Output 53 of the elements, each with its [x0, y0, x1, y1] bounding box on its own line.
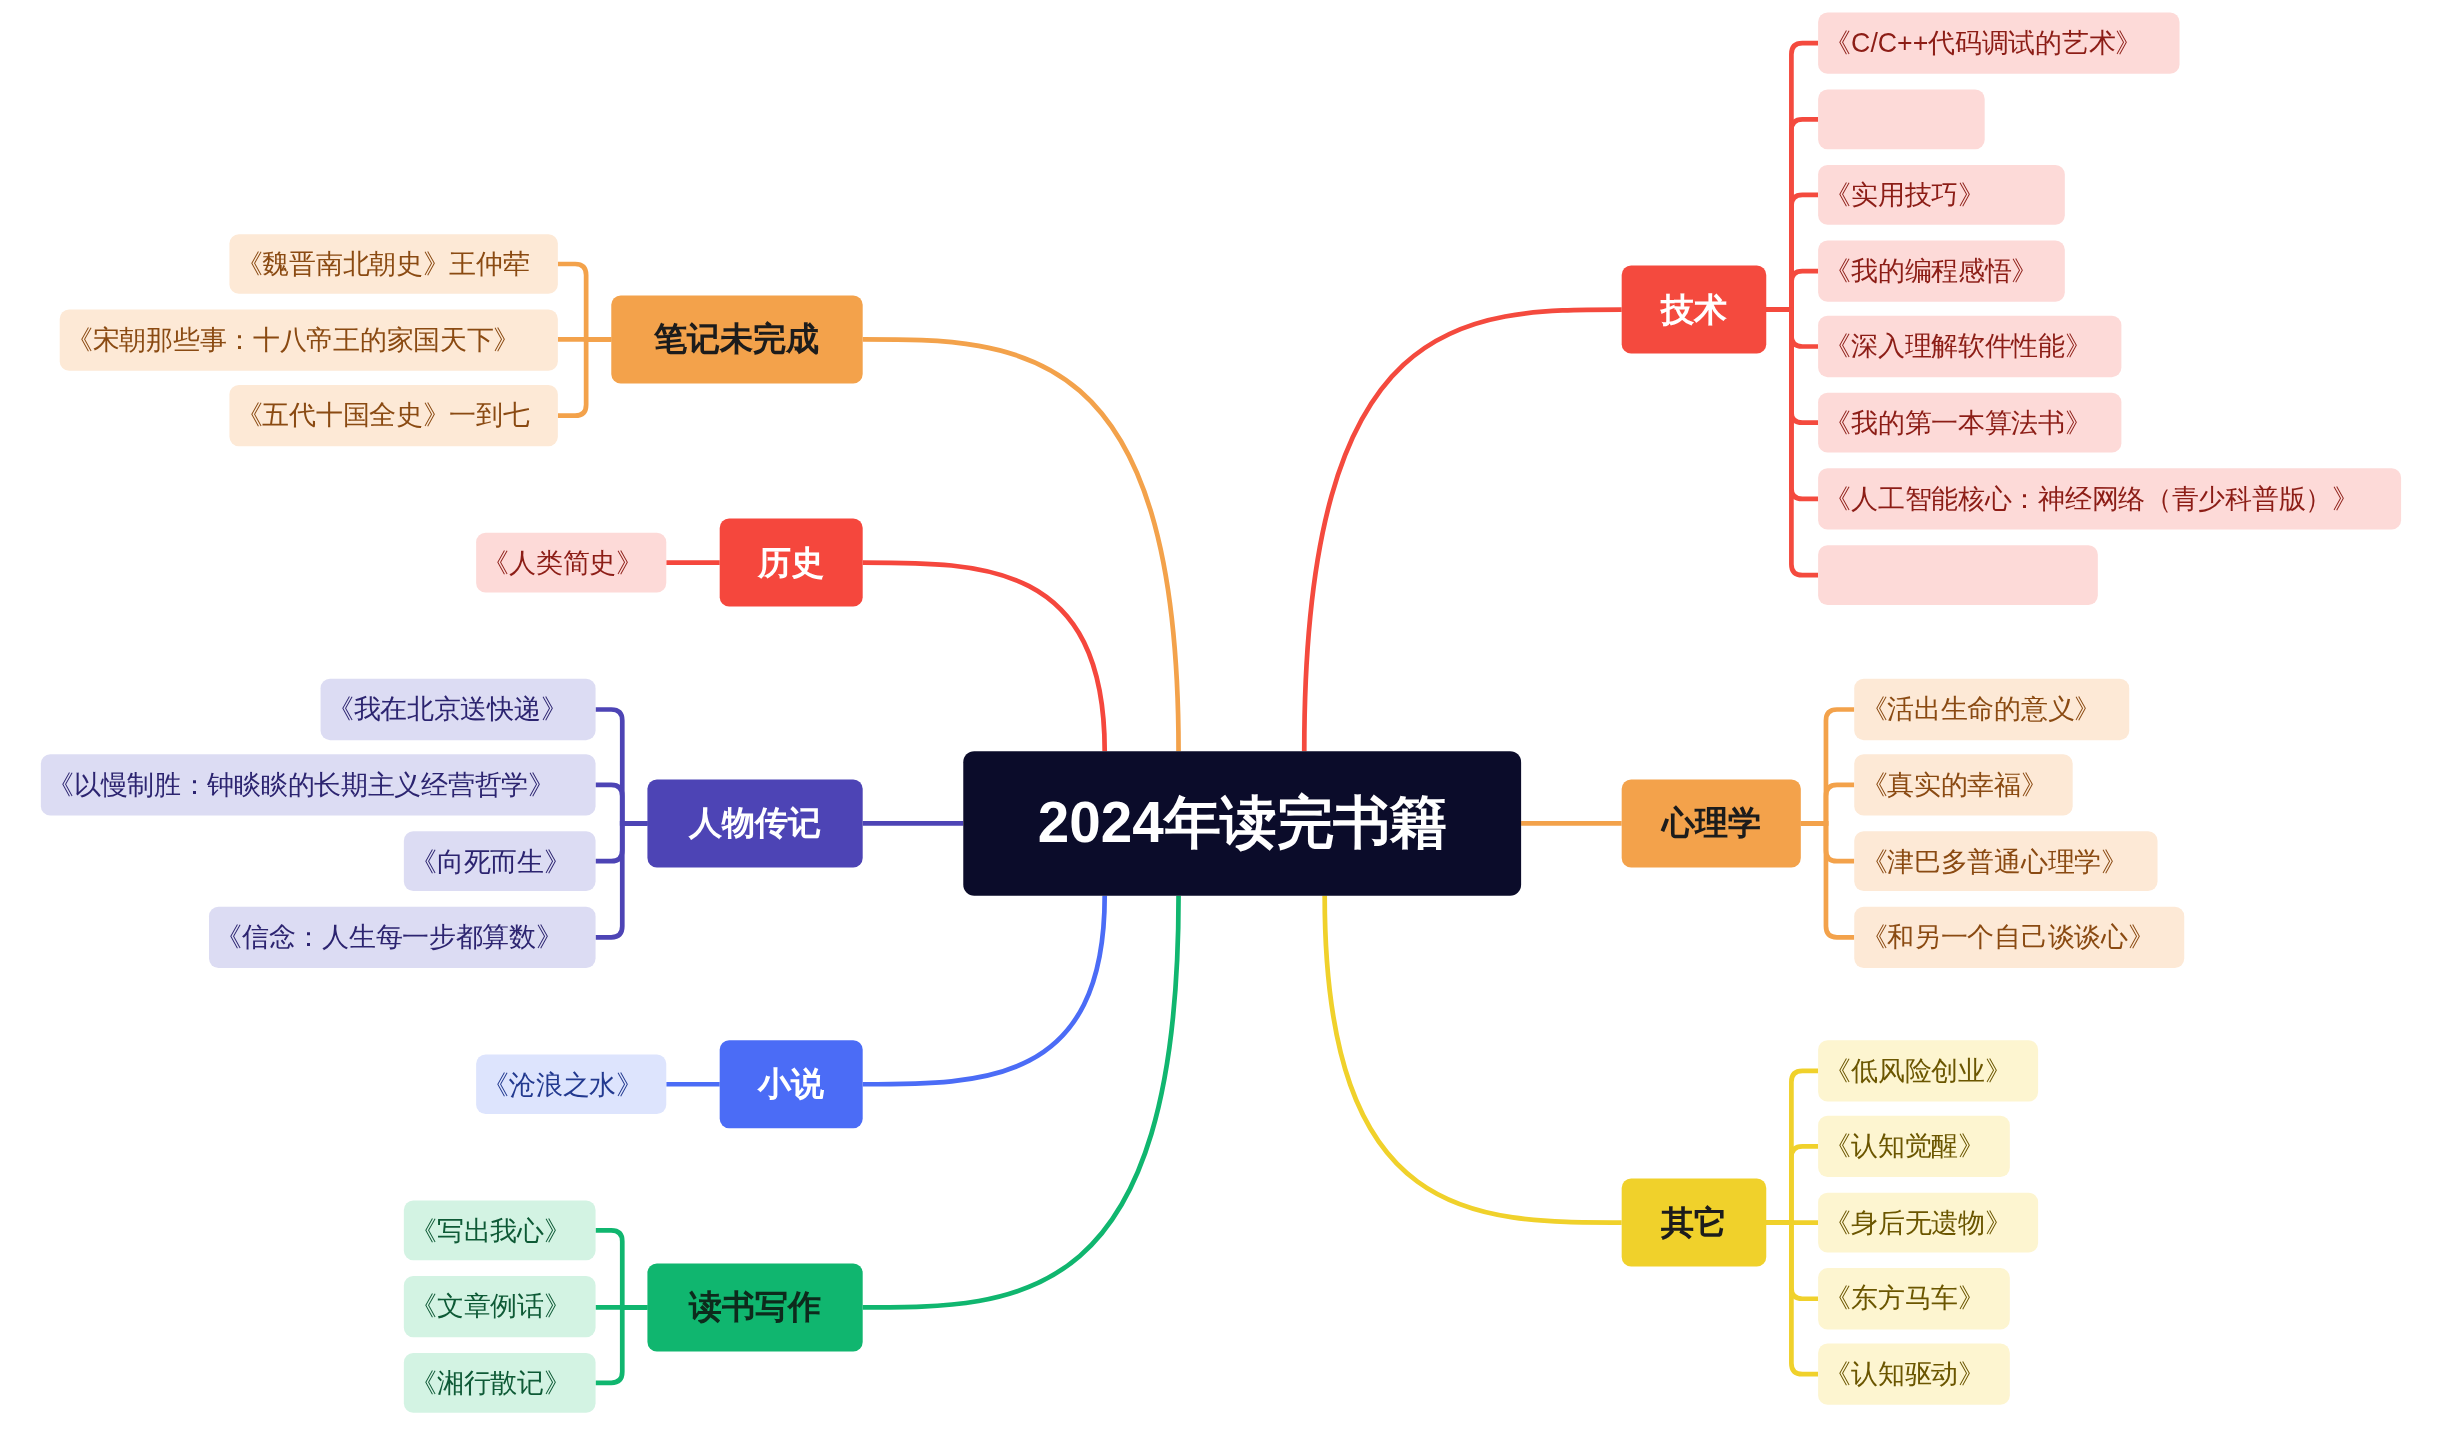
book-title-box — [1818, 89, 1985, 150]
branch-line — [862, 895, 1181, 1310]
book-title-box: 《湘行散记》 — [403, 1353, 596, 1413]
branch-line — [1800, 821, 1855, 940]
topic-box: 心理学 — [1621, 779, 1801, 868]
book-title-box: 《东方马车》 — [1818, 1268, 2010, 1330]
book-title-box: 《我的编程感悟》 — [1818, 240, 2065, 302]
branch-line — [666, 560, 720, 565]
topic-box: 人物传记 — [647, 779, 863, 868]
book-title-box: 《活出生命的意义》 — [1854, 678, 2130, 741]
book-title-box: 《人工智能核心：神经网络（青少科普版）》 — [1818, 468, 2402, 530]
book-title-box — [1818, 545, 2098, 605]
book-title-box: 《实用技巧》 — [1818, 165, 2065, 225]
topic-box: 笔记未完成 — [611, 295, 863, 384]
branch-line — [595, 1305, 648, 1386]
branch-line — [862, 821, 964, 826]
book-title-box: 《文章例话》 — [403, 1276, 596, 1338]
branch-line — [1301, 307, 1622, 752]
branch-line — [1766, 1220, 1819, 1377]
book-title-box: 《沧浪之水》 — [476, 1054, 667, 1115]
book-title-box: 《认知驱动》 — [1818, 1343, 2010, 1405]
branch-line — [862, 337, 1181, 752]
book-title-box: 《和另一个自己谈谈心》 — [1854, 906, 2185, 968]
topic-box: 技术 — [1621, 265, 1767, 354]
book-title-box: 《低风险创业》 — [1818, 1040, 2039, 1102]
book-title-box: 《信念：人生每一步都算数》 — [209, 906, 596, 968]
book-title-box: 《津巴多普通心理学》 — [1854, 831, 2158, 891]
branch-line — [862, 895, 1108, 1087]
branch-line — [595, 821, 648, 940]
book-title-box: 《向死而生》 — [403, 831, 596, 891]
book-title-box: 《五代十国全史》一到七 — [229, 385, 558, 447]
book-title-box: 《人类简史》 — [476, 532, 667, 593]
book-title-box: 《真实的幸福》 — [1854, 754, 2073, 816]
book-title-box: 《写出我心》 — [403, 1200, 596, 1261]
book-title-box: 《魏晋南北朝史》王仲荦 — [229, 234, 558, 294]
branch-line — [666, 1081, 720, 1087]
book-title-box: 《以慢制胜：钟睒睒的长期主义经营哲学》 — [40, 754, 596, 816]
central-topic-box: 2024年读完书籍 — [963, 751, 1522, 896]
branch-line — [1521, 821, 1622, 826]
book-title-box: 《宋朝那些事：十八帝王的家国天下》 — [59, 309, 558, 371]
branch-line — [862, 560, 1108, 752]
book-title-box: 《我在北京送快递》 — [320, 678, 596, 741]
topic-box: 小说 — [719, 1040, 863, 1129]
book-title-box: 《身后无遗物》 — [1818, 1192, 2039, 1253]
book-title-box: 《C/C++代码调试的艺术》 — [1818, 12, 2180, 74]
topic-box: 读书写作 — [647, 1263, 863, 1352]
topic-box: 历史 — [719, 518, 863, 607]
topic-box: 其它 — [1621, 1178, 1767, 1267]
book-title-box: 《我的第一本算法书》 — [1818, 392, 2122, 453]
branch-line — [557, 337, 612, 418]
branch-line — [1322, 895, 1622, 1225]
book-title-box: 《深入理解软件性能》 — [1818, 315, 2122, 378]
book-title-box: 《认知觉醒》 — [1818, 1115, 2010, 1177]
